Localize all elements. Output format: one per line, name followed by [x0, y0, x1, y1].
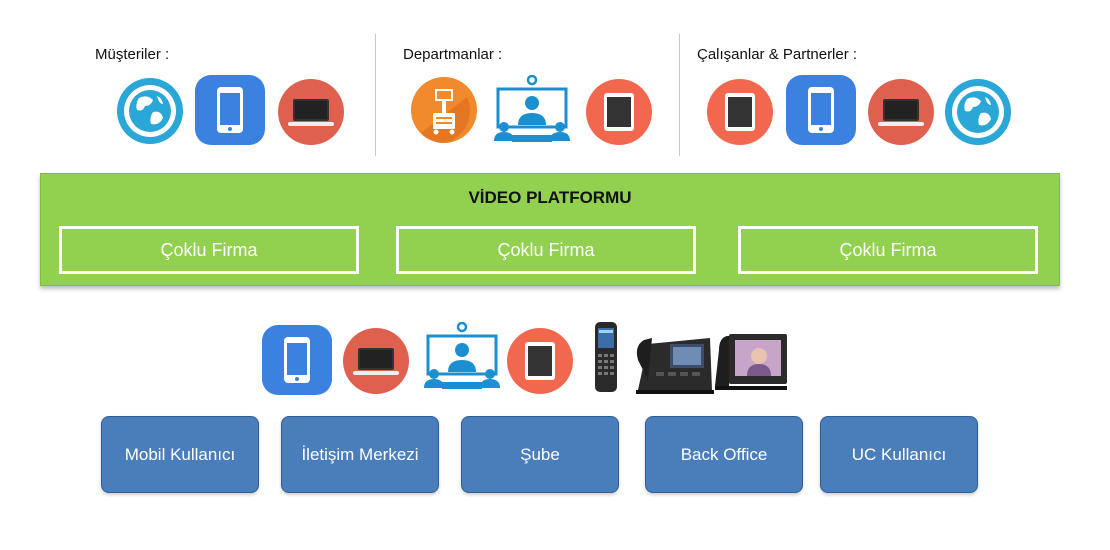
user-type-contact-center: İletişim Merkezi: [281, 416, 439, 493]
group-label-departments: Departmanlar :: [403, 46, 503, 63]
video-conference-icon: [490, 75, 574, 147]
dect-handset-icon: [593, 322, 619, 392]
platform-title: VİDEO PLATFORMU: [468, 188, 632, 207]
laptop-icon: [343, 328, 409, 394]
medical-cart-icon: [411, 77, 477, 143]
group-divider: [679, 34, 680, 156]
user-type-back-office: Back Office: [645, 416, 803, 493]
smartphone-icon: [786, 75, 856, 145]
tenant-box: Çoklu Firma: [738, 226, 1038, 274]
group-label-employees-partners: Çalışanlar & Partnerler :: [697, 46, 858, 63]
tenant-box: Çoklu Firma: [396, 226, 696, 274]
laptop-icon: [868, 79, 934, 145]
video-platform: VİDEO PLATFORMU Çoklu Firma Çoklu Firma …: [40, 173, 1060, 286]
tablet-icon: [586, 79, 652, 145]
desk-phone-icon: [634, 330, 714, 396]
smartphone-icon: [262, 325, 332, 395]
user-type-uc: UC Kullanıcı: [820, 416, 978, 493]
globe-icon: [117, 78, 183, 144]
group-divider: [375, 34, 376, 156]
laptop-icon: [278, 79, 344, 145]
tenant-box: Çoklu Firma: [59, 226, 359, 274]
video-desk-phone-icon: [713, 330, 789, 394]
user-type-mobile: Mobil Kullanıcı: [101, 416, 259, 493]
globe-icon: [945, 79, 1011, 145]
tablet-icon: [707, 79, 773, 145]
group-label-customers: Müşteriler :: [95, 46, 170, 63]
video-conference-icon: [420, 322, 504, 394]
smartphone-icon: [195, 75, 265, 145]
tablet-icon: [507, 328, 573, 394]
user-type-branch: Şube: [461, 416, 619, 493]
